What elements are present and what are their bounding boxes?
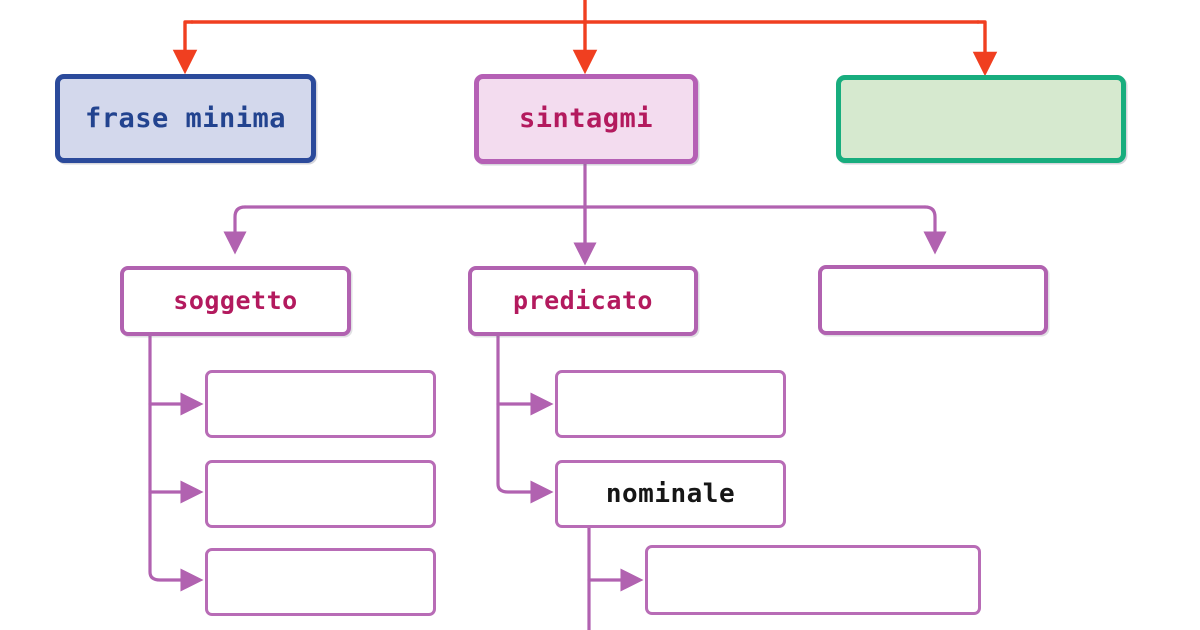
purple-soggetto-group	[148, 334, 204, 592]
node-level2-empty[interactable]	[818, 265, 1048, 335]
node-soggetto-child-3[interactable]	[205, 548, 436, 616]
node-predicato-label: predicato	[513, 286, 653, 316]
node-nominale[interactable]: nominale	[555, 460, 786, 528]
node-frase-minima-label: frase minima	[84, 102, 287, 134]
purple-predicato-group	[496, 334, 554, 504]
red-drop-to-green	[972, 20, 998, 77]
node-soggetto[interactable]: soggetto	[120, 266, 351, 336]
node-frase-minima[interactable]: frase minima	[55, 74, 316, 163]
node-soggetto-child-2[interactable]	[205, 460, 436, 528]
node-nominale-child-1[interactable]	[645, 545, 981, 615]
soggetto-spine	[148, 334, 204, 592]
purple-nominale-group	[587, 526, 644, 630]
node-predicato[interactable]: predicato	[468, 266, 698, 336]
node-nominale-label: nominale	[605, 478, 736, 509]
predicato-spine	[496, 334, 554, 504]
node-green-empty[interactable]	[836, 75, 1126, 163]
node-sintagmi-label: sintagmi	[518, 103, 654, 135]
purple-corner-right-level2	[923, 205, 947, 255]
red-connector-group	[172, 0, 998, 77]
node-soggetto-label: soggetto	[173, 286, 298, 316]
purple-corner-left-level2	[223, 205, 247, 255]
node-sintagmi[interactable]: sintagmi	[474, 74, 698, 164]
node-predicato-child-1[interactable]	[555, 370, 786, 438]
red-drop-to-frase-minima	[172, 20, 198, 75]
purple-level2-group	[223, 162, 947, 266]
node-soggetto-child-1[interactable]	[205, 370, 436, 438]
